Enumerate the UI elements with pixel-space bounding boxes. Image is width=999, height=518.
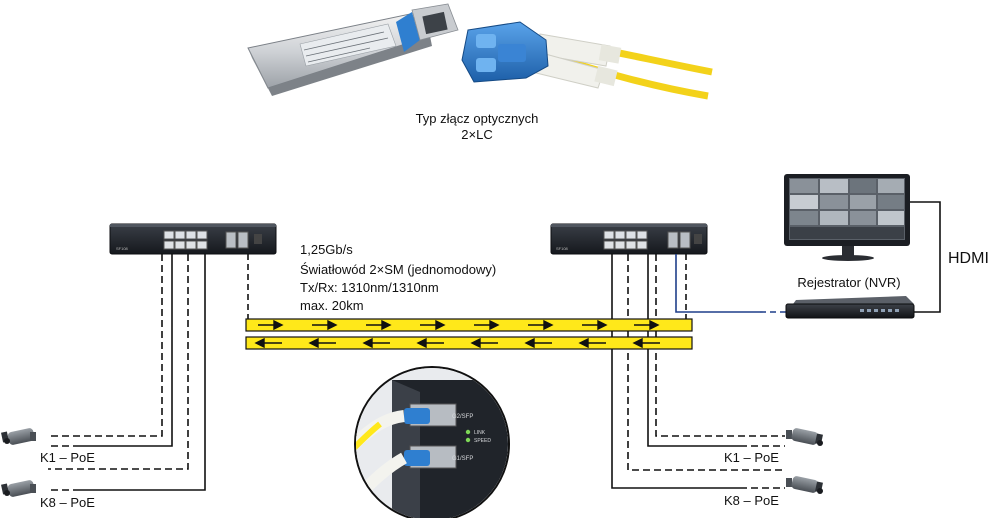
fiber-link: [245, 318, 693, 350]
camera-label-right-k1: K1 – PoE: [724, 450, 779, 465]
port-label-speed: SPEED: [474, 438, 491, 444]
nvr-icon: [785, 296, 915, 319]
sfp-drop-lines: [247, 254, 687, 322]
link-fiber-label: Światłowód 2×SM (jednomodowy): [300, 262, 496, 277]
camera-label-left-k8: K8 – PoE: [40, 495, 95, 510]
nvr-network-link: [675, 254, 790, 313]
nvr-label: Rejestrator (NVR): [797, 275, 900, 290]
switch-icon: SF108: [550, 223, 708, 255]
link-wavelength-label: Tx/Rx: 1310nm/1310nm: [300, 280, 439, 295]
lc-connector-icon: [461, 21, 713, 100]
port-label-g2: G2/SFP: [452, 414, 473, 420]
svg-text:SF108: SF108: [116, 246, 129, 251]
link-distance-label: max. 20km: [300, 298, 364, 313]
connector-count-label: 2×LC: [461, 127, 492, 142]
camera-icon: [786, 428, 823, 446]
link-speed-label: 1,25Gb/s: [300, 242, 353, 257]
monitor-icon: [784, 174, 910, 261]
port-label-link: LINK: [474, 430, 486, 436]
fiber-tx-arrows: [258, 319, 660, 331]
camera-label-right-k8: K8 – PoE: [724, 493, 779, 508]
fiber-rx-arrows: [254, 337, 660, 349]
camera-icon: [786, 476, 823, 494]
hdmi-label: HDMI: [948, 250, 989, 267]
camera-icon: [1, 480, 36, 497]
sfp-module-icon: [247, 3, 459, 96]
svg-text:SF108: SF108: [556, 246, 569, 251]
left-camera-cabling: [48, 254, 206, 491]
sfp-port-detail-photo: [354, 366, 510, 518]
port-label-g1: G1/SFP: [452, 456, 473, 462]
camera-label-left-k1: K1 – PoE: [40, 450, 95, 465]
hdmi-cable: [910, 201, 941, 313]
camera-icon: [1, 428, 36, 445]
connector-type-label: Typ złącz optycznych: [416, 111, 539, 126]
switch-icon: SF108: [109, 223, 277, 255]
